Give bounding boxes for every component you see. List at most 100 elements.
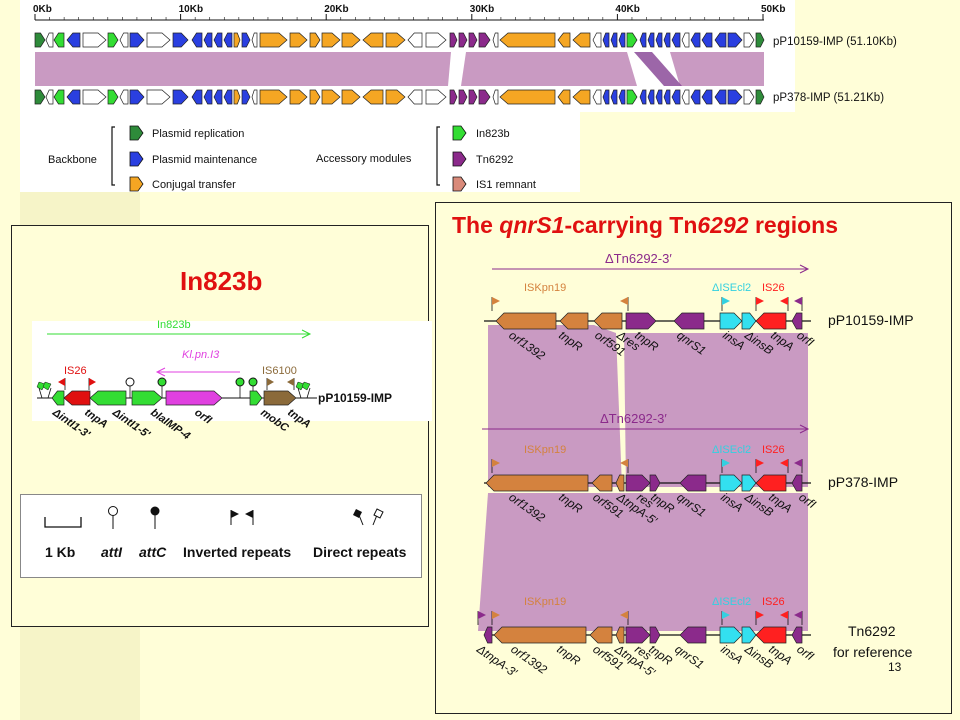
gene-arrow [251,32,258,48]
plasmid-label-1: pP10159-IMP (51.10Kb) [773,36,897,48]
legend-panel: Backbone Plasmid replication Plasmid mai… [20,112,580,192]
iskpn19-label: ISKpn19 [524,282,566,294]
attc-site-icon [157,377,167,387]
legend-conjugal-transfer: Conjugal transfer [152,179,236,191]
gene-arrow [425,32,447,48]
gene-arrow [791,474,803,492]
tn6292-panel: The qnrS1-carrying Tn6292 regions ΔTn629… [435,202,952,714]
gene-arrow [649,474,661,492]
gene-arrow [66,32,81,48]
symbol-key-svg: 1 Kb attI attC Inverted repeats Direct r… [44,506,407,560]
is1-remnant-swatch [452,176,467,192]
inverted-repeat-icon [620,297,628,305]
scale-label: 10Kb [179,4,203,15]
gene-arrow [626,32,638,48]
inverted-repeat-icon [756,297,764,305]
direct-repeat-icon [42,381,52,391]
gene-arrow [663,89,671,105]
gene-arrow [34,32,46,48]
gene-arrow [233,89,241,105]
gene-arrow [727,89,743,105]
row1-plasmid-label: pP10159-IMP [828,312,914,328]
gene-arrow [791,626,803,644]
inverted-repeat-icon [492,297,500,305]
in823b-panel: In823b In823b Kl.pn.I3 IS26 IS6100 pP101… [11,225,432,627]
gene-arrow [701,89,713,105]
in823b-title: In823b [180,266,262,296]
tn6292-gene-label: insA [718,642,745,667]
gene-arrow [129,32,145,48]
scale-label: 0Kb [33,4,52,15]
inverted-repeat-icon [722,459,730,467]
gene-arrow [63,390,91,406]
gene-arrow [263,390,297,406]
in823b-span-label: In823b [157,319,191,331]
row2-plasmid-label: pP378-IMP [828,474,898,490]
inverted-repeat-icon [478,611,486,619]
in823b-plasmid-label: pP10159-IMP [318,391,392,405]
inverted-repeat-icon [794,459,802,467]
gene-arrow [82,32,107,48]
gene-arrow [321,89,341,105]
delta-tn6292-span-label: ΔTn6292-3′ [605,251,672,266]
gene-arrow [625,474,651,492]
gene-arrow [741,626,757,644]
klpn-label: Kl.pn.I3 [182,349,220,361]
gene-arrow [714,32,727,48]
gene-arrow [385,89,406,105]
gene-arrow [593,312,623,330]
legend-in823b: In823b [476,128,510,140]
in823b-gene-label: mobC [258,407,291,435]
homology-band [478,493,808,631]
gene-arrow [34,89,46,105]
gene-arrow [172,89,189,105]
delta-tn6292-span-label: ΔTn6292-3′ [600,411,667,426]
isecl2-label: ΔISEcl2 [712,444,751,456]
gene-arrow [468,32,478,48]
gene-arrow [615,474,625,492]
gene-arrow [755,32,765,48]
gene-arrow [407,32,423,48]
attc-site-icon [235,377,245,387]
isecl2-label: ΔISEcl2 [712,282,751,294]
row3-reference-note: for reference [833,644,913,660]
is26-label: IS26 [762,596,785,608]
gene-arrow [146,32,171,48]
gene-arrow [681,89,690,105]
inverted-repeat-icon [89,378,96,386]
legend: Backbone Plasmid replication Plasmid mai… [48,125,536,192]
gene-arrow [655,89,663,105]
in823b-gene-label: orfI [192,407,214,428]
key-1kb: 1 Kb [45,544,75,560]
inverted-repeat-icon [780,459,788,467]
inversion-band [634,52,682,86]
key-direct-repeats: Direct repeats [313,544,407,560]
plasmid-replication-swatch [129,125,144,141]
gene-arrow [755,626,787,644]
gene-arrow [251,89,258,105]
homology-band [488,325,622,487]
gene-arrow [191,32,203,48]
gene-arrow [714,89,727,105]
gene-arrow [478,32,491,48]
conjugal-transfer-swatch [129,176,144,192]
gene-arrow [690,32,701,48]
gene-arrow [51,390,65,406]
gene-arrow [755,474,787,492]
gene-arrow [341,89,361,105]
inverted-repeat-icon [492,459,500,467]
gene-arrow [53,89,65,105]
attc-site-icon [248,377,258,387]
gene-arrow [572,32,591,48]
scale-bracket-icon [44,517,82,528]
inverted-repeat-icon [722,611,730,619]
gene-arrow [45,89,54,105]
gene-arrow [663,32,671,48]
inverted-repeat-icon [780,297,788,305]
iskpn19-label: ISKpn19 [524,596,566,608]
key-atti: attI [101,544,123,560]
gene-arrow [791,312,803,330]
gene-arrow [639,32,647,48]
gene-arrow [743,89,755,105]
inverted-repeat-icon [620,611,628,619]
